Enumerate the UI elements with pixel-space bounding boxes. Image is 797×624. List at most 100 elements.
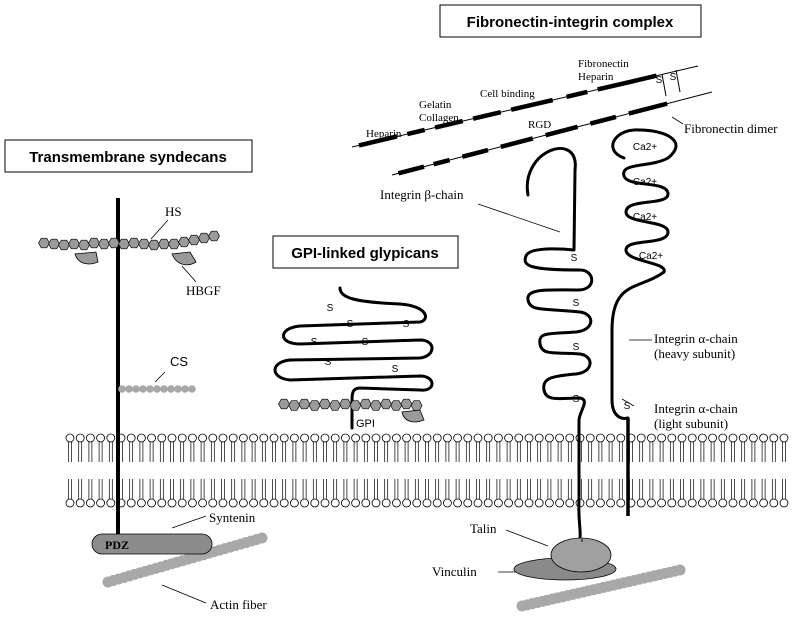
lipid-tail bbox=[527, 479, 531, 499]
fibronectin-strand-top-domains bbox=[358, 73, 657, 148]
lipid-tail bbox=[221, 442, 225, 462]
lipid-head bbox=[524, 498, 534, 508]
sugar-unit bbox=[138, 238, 150, 250]
lipid-head bbox=[300, 433, 310, 443]
label-actin: Actin fiber bbox=[210, 597, 267, 612]
lipid-head bbox=[514, 433, 524, 443]
integrin-alpha-heavy-chain bbox=[610, 128, 678, 420]
disulfide-label-1: S bbox=[656, 75, 663, 86]
lipid-tail bbox=[159, 479, 164, 499]
leader-hs bbox=[150, 219, 169, 240]
lipid-tail bbox=[751, 442, 756, 462]
lipid-head bbox=[759, 498, 768, 508]
lipid-tail bbox=[108, 442, 113, 462]
lipid-tail bbox=[129, 479, 134, 499]
fibronectin-domain bbox=[589, 114, 617, 126]
label-fibronectin-dimer: Fibronectin dimer bbox=[684, 121, 778, 136]
lipid-tail bbox=[363, 442, 368, 462]
sugar-unit bbox=[198, 232, 210, 244]
lipid-tail bbox=[618, 479, 623, 499]
lipid-head bbox=[167, 433, 177, 443]
lipid-head bbox=[667, 498, 677, 508]
lipid-head bbox=[147, 498, 157, 508]
lipid-tail bbox=[384, 479, 389, 499]
lipid-tail bbox=[149, 479, 154, 499]
lipid-tail bbox=[608, 442, 613, 462]
fibronectin-domain bbox=[434, 118, 464, 130]
sugar-unit bbox=[68, 238, 80, 250]
label-integrin-beta: Integrin β-chain bbox=[380, 187, 464, 202]
lipid-head bbox=[534, 433, 544, 443]
lipid-tail bbox=[200, 442, 205, 462]
lipid-head bbox=[687, 433, 697, 443]
label-talin: Talin bbox=[470, 521, 497, 536]
lipid-tail bbox=[302, 442, 307, 462]
lipid-head bbox=[371, 498, 381, 508]
lipid-head bbox=[300, 498, 310, 508]
sugar-unit bbox=[108, 237, 120, 249]
pdz-domain bbox=[91, 533, 213, 555]
lipid-tail bbox=[537, 479, 542, 499]
lipid-tail bbox=[557, 479, 562, 499]
fibronectin-domain bbox=[406, 127, 426, 137]
lipid-tail bbox=[170, 442, 174, 462]
lipid-head bbox=[269, 433, 279, 443]
lipid-head bbox=[126, 433, 136, 443]
glypican-disulfide-label: S bbox=[325, 357, 332, 368]
lipid-tail bbox=[506, 479, 511, 499]
label-fibronectin-top: Fibronectin bbox=[578, 58, 629, 70]
label-hbgf: HBGF bbox=[186, 283, 221, 298]
lipid-tail bbox=[465, 442, 470, 462]
title-fibronectin-integrin: Fibronectin-integrin complex bbox=[467, 14, 674, 31]
glypican-disulfide-label: S bbox=[327, 303, 334, 314]
fibronectin-strand-bottom-domains bbox=[397, 101, 668, 176]
lipid-head bbox=[647, 498, 656, 508]
lipid-head bbox=[289, 498, 299, 508]
lipid-tail bbox=[343, 442, 348, 462]
lipid-head bbox=[65, 433, 75, 443]
lipid-tail bbox=[669, 442, 674, 462]
label-gelatin: Gelatin bbox=[419, 99, 452, 111]
lipid-tail bbox=[598, 442, 603, 462]
lipid-head bbox=[779, 433, 789, 443]
integrin-alpha-top-loop bbox=[611, 128, 642, 160]
lipid-tail bbox=[649, 442, 654, 462]
lipid-tail bbox=[180, 442, 185, 462]
sugar-unit bbox=[98, 238, 110, 250]
lipid-tail bbox=[129, 442, 134, 462]
lipid-tail bbox=[88, 479, 93, 499]
calcium-label: Ca2+ bbox=[639, 251, 663, 262]
lipid-tail bbox=[445, 479, 450, 499]
lipid-head bbox=[483, 498, 493, 508]
cs-bead bbox=[125, 385, 133, 393]
lipid-tail bbox=[414, 442, 419, 462]
beta-disulfide-label: S bbox=[573, 298, 580, 309]
lipid-tail bbox=[68, 442, 72, 462]
lipid-head bbox=[585, 433, 595, 443]
label-cs: CS bbox=[170, 354, 188, 369]
lipid-head bbox=[493, 498, 503, 508]
lipid-head bbox=[422, 498, 432, 508]
leader-hbgf bbox=[181, 265, 197, 283]
actin-bead bbox=[674, 564, 686, 576]
cs-bead bbox=[160, 385, 168, 393]
lipid-head bbox=[483, 433, 493, 443]
lipid-head bbox=[310, 433, 320, 443]
lipid-tail bbox=[731, 479, 735, 499]
lipid-head bbox=[534, 498, 544, 508]
lipid-tail bbox=[180, 479, 185, 499]
sugar-unit bbox=[288, 400, 301, 411]
fibronectin-domain bbox=[500, 136, 534, 149]
lipid-tail bbox=[394, 479, 399, 499]
lipid-tail bbox=[751, 479, 756, 499]
lipid-tail bbox=[333, 442, 338, 462]
leader-actin bbox=[161, 584, 207, 604]
lipid-head bbox=[657, 433, 666, 443]
lipid-tail bbox=[567, 442, 572, 462]
lipid-tail bbox=[557, 442, 562, 462]
cs-bead bbox=[167, 385, 175, 393]
fibronectin-domain bbox=[597, 73, 657, 92]
lipid-tail bbox=[639, 442, 644, 462]
sugar-unit bbox=[349, 400, 362, 411]
lipid-head bbox=[330, 498, 340, 508]
